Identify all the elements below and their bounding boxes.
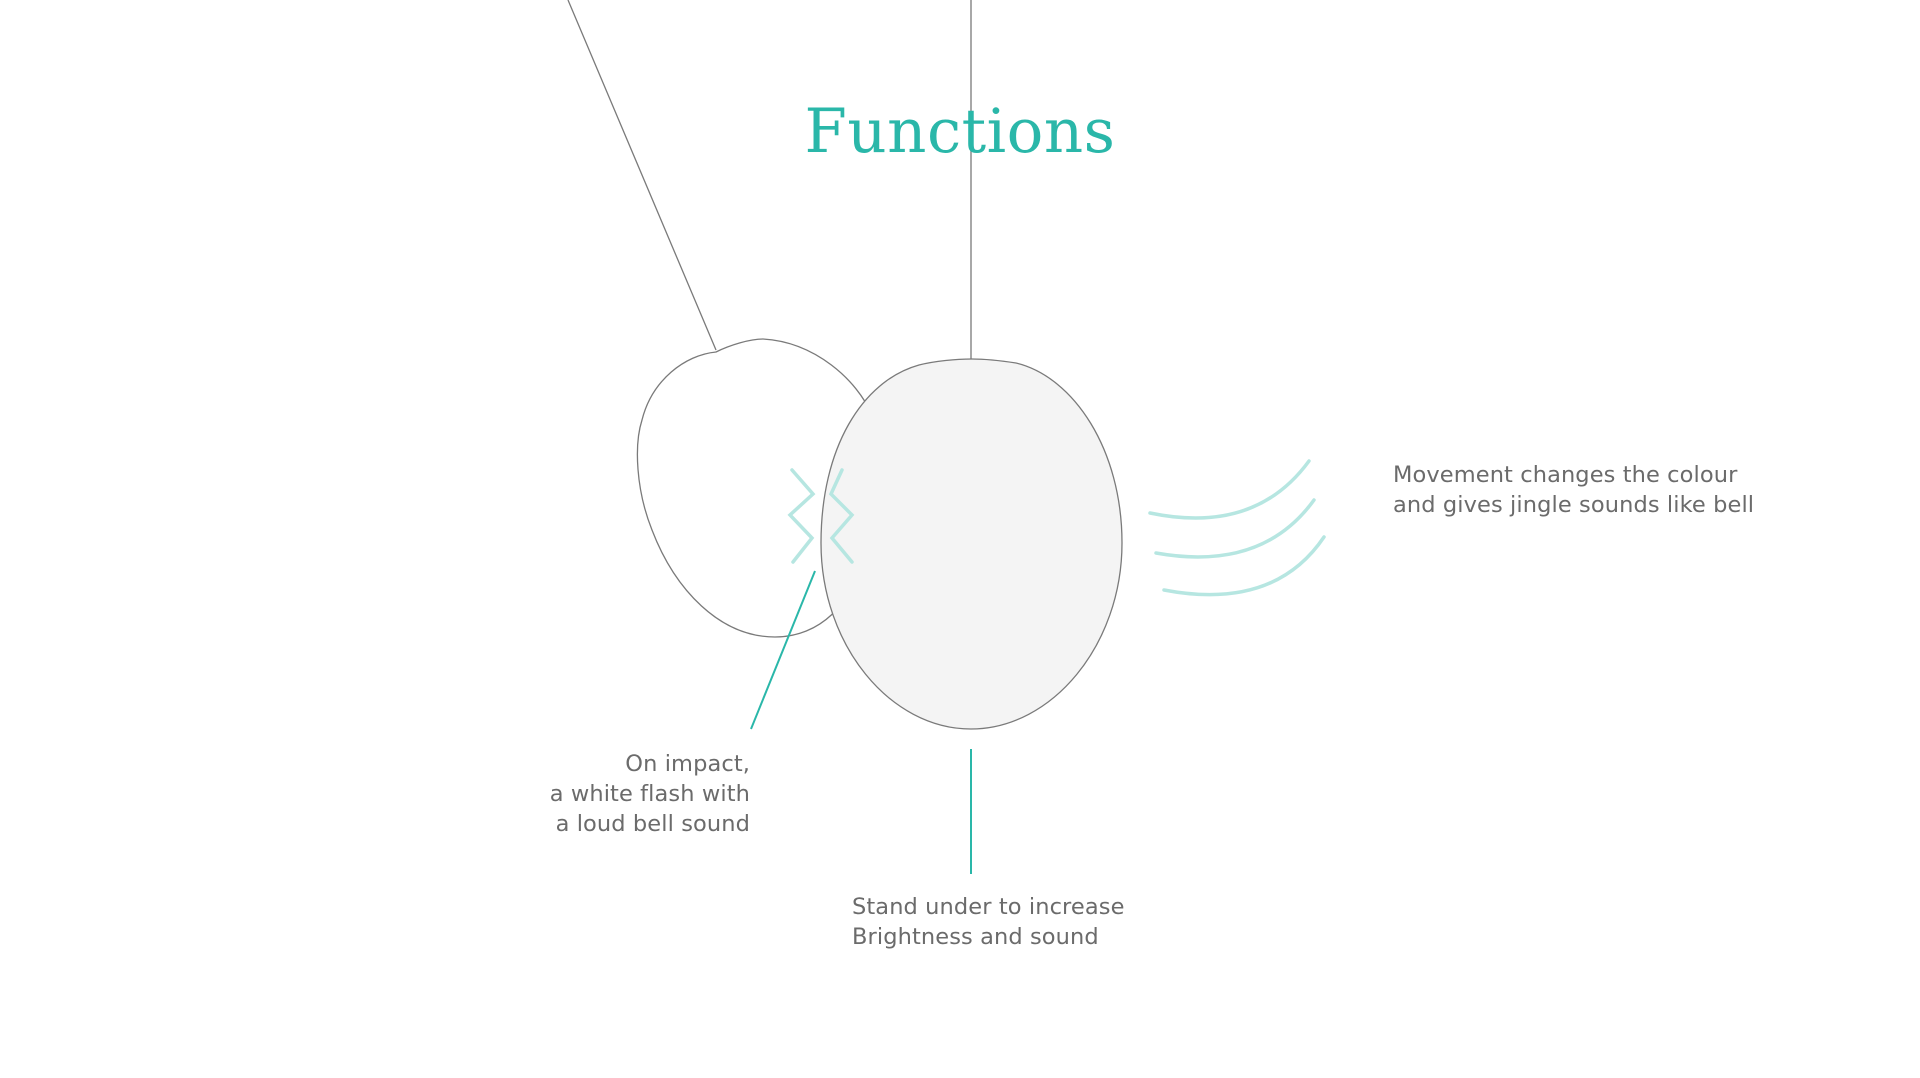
- impact-callout-line-3: a loud bell sound: [555, 811, 750, 837]
- sound-wave-icon: [1148, 459, 1326, 597]
- zigzag-flash-left: [787, 468, 816, 564]
- impact-callout-line-2: a white flash with: [549, 781, 750, 807]
- stand-callout-line-2: Brightness and sound: [852, 924, 1099, 950]
- zigzag-flash-icon: [787, 468, 855, 564]
- swinging-pendant-outline: [636, 338, 873, 638]
- impact-callout: On impact, a white flash with a loud bel…: [550, 749, 750, 839]
- stand-callout-line-1: Stand under to increase: [852, 894, 1125, 920]
- sound-wave-1: [1148, 459, 1311, 520]
- movement-callout-line-1: Movement changes the colour: [1393, 462, 1738, 488]
- swinging-pendant-cord: [567, 0, 717, 351]
- stand-callout: Stand under to increase Brightness and s…: [852, 892, 1125, 952]
- zigzag-flash-right: [828, 468, 855, 564]
- impact-callout-line-1: On impact,: [625, 751, 750, 777]
- impact-callout-line: [750, 570, 816, 730]
- page-title: Functions: [804, 96, 1116, 167]
- front-pendant-outline: [820, 358, 1123, 730]
- movement-callout-line-2: and gives jingle sounds like bell: [1393, 492, 1755, 518]
- movement-callout: Movement changes the colour and gives ji…: [1393, 460, 1754, 520]
- sound-wave-3: [1162, 535, 1326, 597]
- sound-wave-2: [1154, 498, 1316, 559]
